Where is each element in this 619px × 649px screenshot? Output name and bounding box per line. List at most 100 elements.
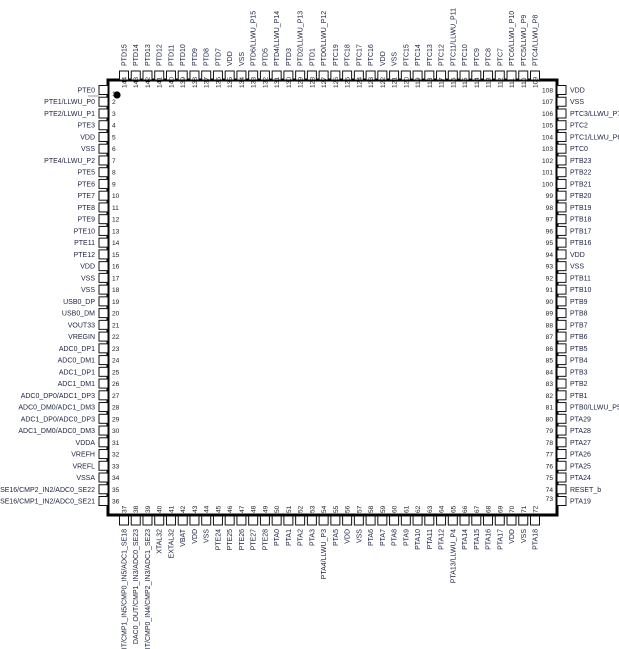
pin-pad <box>342 515 353 526</box>
pin-number: 102 <box>542 158 553 165</box>
pin-number: 73 <box>546 496 554 503</box>
pin-number: 76 <box>546 463 554 470</box>
pin-pad <box>283 515 294 526</box>
pin-number: 49 <box>262 505 269 513</box>
pin-label: ADC0_DP0/ADC1_DP3 <box>21 393 95 400</box>
pin-pad <box>98 237 109 248</box>
pin-number: 57 <box>356 505 363 513</box>
pin-label: PTC6/LLWU_P10 <box>509 11 516 66</box>
pin-pad <box>556 319 567 330</box>
pin-label: PTC10 <box>462 44 469 66</box>
pin-number: 111 <box>509 78 516 88</box>
pin-pad <box>556 413 567 424</box>
pin-label: PTA15 <box>474 529 481 550</box>
pin-number: 75 <box>546 475 554 482</box>
pin-number: 17 <box>112 275 120 282</box>
pin-number: 35 <box>112 487 120 494</box>
pin-pad <box>236 70 247 81</box>
pin-label: PTB4 <box>570 358 588 365</box>
pin-number: 113 <box>486 77 493 88</box>
pin-number: 6 <box>112 146 116 153</box>
pin-pad <box>556 249 567 260</box>
pin-number: 103 <box>542 146 553 153</box>
pin-label: VSS <box>81 287 95 294</box>
pin-label: PTC15 <box>403 44 410 66</box>
pin-label: PTC11/LLWU_P11 <box>450 8 457 66</box>
pin-label: ADC0_DM0/ADC1_DM3 <box>18 405 95 412</box>
pin-number: 42 <box>180 505 187 513</box>
pin-pad <box>556 202 567 213</box>
pin-number: 63 <box>427 505 434 513</box>
pin-number: 43 <box>192 505 199 513</box>
pin-label: VDD <box>192 529 199 544</box>
pin-pad <box>556 167 567 178</box>
pin-pad <box>556 355 567 366</box>
pin-pad <box>556 237 567 248</box>
pin-label: DAC0_OUT/CMP1_IN3/ADC0_SE23 <box>133 529 140 644</box>
pin-number: 136 <box>215 77 222 88</box>
pin-label: PTB3 <box>570 369 588 376</box>
pin-number: 41 <box>168 505 175 513</box>
pin-number: 28 <box>112 405 120 412</box>
pin-label: VREFH <box>71 452 95 459</box>
pin-number: 14 <box>112 240 120 247</box>
pin-label: VSS <box>570 264 584 271</box>
pin-number: 12 <box>112 217 120 224</box>
pin-label: PTE4/LLWU_P2 <box>44 158 95 165</box>
pin-label: PTC2 <box>570 123 588 130</box>
pin-number: 79 <box>546 428 554 435</box>
pin-number: 98 <box>546 205 554 212</box>
pin-label: PTC3/LLWU_P7 <box>570 111 619 118</box>
pin-number: 77 <box>546 452 554 459</box>
pin-number: 39 <box>145 505 152 513</box>
pin-pad <box>400 515 411 526</box>
pin-number: 34 <box>112 475 120 482</box>
pin-pad <box>447 70 458 81</box>
pin-number: 128 <box>309 77 316 88</box>
pin-number: 84 <box>546 369 554 376</box>
pin-label: PTA2 <box>298 529 305 546</box>
pin-number: 54 <box>321 505 328 513</box>
pin-pad <box>353 515 364 526</box>
pin-label: PTB22 <box>570 170 592 177</box>
pin-pad <box>189 515 200 526</box>
pin-pad <box>556 261 567 272</box>
pin-label: PTA26 <box>570 452 591 459</box>
pin-pad <box>330 515 341 526</box>
pin-label: PTE6 <box>77 181 95 188</box>
pin-number: 37 <box>122 505 129 513</box>
pin-label: PTD7 <box>215 48 222 66</box>
pin-pad <box>212 70 223 81</box>
pin-number: 40 <box>157 505 164 513</box>
pin-number: 51 <box>286 505 293 513</box>
pin-label: PTB6 <box>570 334 588 341</box>
pin-number: 58 <box>368 505 375 513</box>
pin-number: 20 <box>112 311 120 318</box>
pin-pad <box>98 390 109 401</box>
pin-label: PTB9 <box>570 299 588 306</box>
pin-number: 132 <box>262 77 269 88</box>
pin-label: PTA27 <box>570 440 591 447</box>
pin-pad <box>119 70 129 81</box>
pin-number: 8 <box>112 170 116 177</box>
pin-number: 104 <box>542 134 553 141</box>
pin-label: VSSA <box>76 475 95 482</box>
pin-pad <box>224 70 235 81</box>
pin-number: 32 <box>112 452 120 459</box>
pin-pad <box>556 437 567 448</box>
pin-pad <box>556 496 567 506</box>
pin-label: PTA7 <box>380 529 387 546</box>
pin-number: 85 <box>546 358 554 365</box>
pin-label: ADC1_DP1 <box>59 369 95 376</box>
pin-label: PTA5 <box>333 529 340 546</box>
pin-number: 19 <box>112 299 120 306</box>
pin-label: VSS <box>81 275 95 282</box>
pin-number: 53 <box>309 505 316 513</box>
pin-pad <box>494 515 505 526</box>
pin-pad <box>98 178 109 189</box>
pin-number: 101 <box>542 170 553 177</box>
pin-number: 131 <box>274 77 281 88</box>
pin-number: 31 <box>112 440 120 447</box>
pin-pad <box>98 284 109 295</box>
pin-pad <box>556 155 567 166</box>
